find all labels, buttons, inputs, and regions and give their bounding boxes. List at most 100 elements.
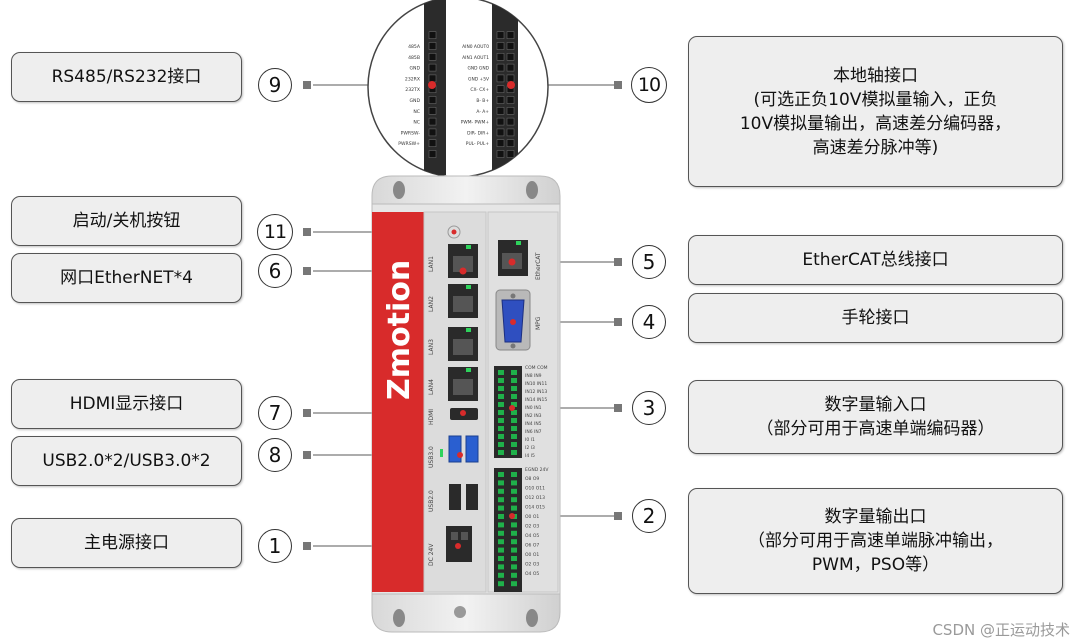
terminal-pin bbox=[506, 63, 515, 72]
terminal-contact bbox=[498, 581, 504, 587]
terminal-pin bbox=[496, 128, 505, 137]
io-label: IN4 IN5 bbox=[525, 421, 542, 427]
callout-8: 8 bbox=[258, 438, 292, 472]
terminal-pin bbox=[506, 150, 515, 158]
terminal-contact bbox=[498, 480, 504, 486]
terminal-pin bbox=[428, 63, 437, 72]
terminal-contact bbox=[511, 410, 517, 415]
io-label: IN0 IN1 bbox=[525, 405, 542, 411]
label-ethernet: 网口EtherNET*4 bbox=[11, 253, 242, 303]
square-5 bbox=[614, 258, 622, 266]
callout-4: 4 bbox=[632, 305, 666, 339]
terminal-pin bbox=[506, 42, 515, 50]
terminal-contact bbox=[498, 450, 504, 455]
square-11 bbox=[303, 228, 311, 236]
terminal-contact bbox=[498, 530, 504, 536]
callout-2: 2 bbox=[632, 499, 666, 533]
terminal-contact bbox=[511, 418, 517, 423]
terminal-contact bbox=[511, 378, 517, 383]
terminal-contact bbox=[498, 572, 504, 578]
io-label: IN6 IN7 bbox=[525, 429, 542, 435]
zoom-content: 485A485BGND232RX232TXGNDNCNCPWRSW-PWRSW+… bbox=[398, 0, 518, 175]
mount-hole bbox=[454, 606, 466, 618]
terminal-pin bbox=[496, 139, 505, 147]
brand-stripe bbox=[372, 212, 424, 592]
label-usb: USB2.0*2/USB3.0*2 bbox=[11, 436, 242, 486]
terminal-contact bbox=[511, 539, 517, 545]
left-terminal-pins bbox=[428, 31, 437, 158]
square-4 bbox=[614, 318, 622, 326]
io-label: O8 O9 bbox=[525, 476, 539, 482]
terminal-contact bbox=[498, 505, 504, 511]
pin-label: PWM- PWM+ bbox=[461, 120, 490, 126]
terminal-contact bbox=[511, 426, 517, 431]
pin-label: A- A+ bbox=[476, 109, 489, 115]
terminal-pin bbox=[428, 96, 437, 104]
io-label: IN14 IN15 bbox=[525, 397, 547, 403]
terminal-contact bbox=[511, 547, 517, 553]
pin-label: NC bbox=[413, 120, 420, 126]
lan2-label: LAN2 bbox=[428, 296, 435, 312]
port-labels: LAN1 LAN2 LAN3 LAN4 HDMI USB3.0 USB2.0 D… bbox=[428, 252, 542, 566]
right-terminal-pins bbox=[496, 31, 515, 158]
terminal-pin bbox=[506, 74, 515, 83]
pin-label: AIN1 AOUT1 bbox=[462, 55, 489, 61]
io-label: O10 O11 bbox=[525, 486, 545, 492]
zoom-red-dot-left bbox=[428, 81, 436, 89]
terminal-pin bbox=[428, 52, 437, 61]
terminal-contact bbox=[511, 488, 517, 494]
callout-11: 11 bbox=[257, 214, 293, 250]
square-10 bbox=[614, 81, 622, 89]
mount-hole bbox=[526, 609, 538, 627]
io-label: IN2 IN3 bbox=[525, 413, 542, 419]
io-label: O2 O3 bbox=[525, 562, 539, 568]
pin-label: PUL- PUL+ bbox=[466, 141, 490, 147]
terminal-pin bbox=[496, 63, 505, 72]
pin-label: CX- CX+ bbox=[470, 87, 489, 93]
terminal-contact bbox=[511, 370, 517, 375]
io-label: I2 I3 bbox=[525, 445, 535, 451]
terminal-contact bbox=[498, 378, 504, 383]
square-2 bbox=[614, 512, 622, 520]
mount-flange-top bbox=[371, 175, 561, 207]
label-startup-button: 启动/关机按钮 bbox=[11, 196, 242, 246]
terminal-contact bbox=[511, 505, 517, 511]
square-3 bbox=[614, 404, 622, 412]
terminal-pin bbox=[506, 52, 515, 61]
terminal-contact bbox=[498, 539, 504, 545]
io-label: O4 O5 bbox=[525, 571, 539, 577]
io-label: I0 I1 bbox=[525, 437, 535, 443]
io-label: O0 O1 bbox=[525, 514, 539, 520]
pin-label: GND GND bbox=[467, 66, 489, 72]
digital-output-block bbox=[494, 468, 522, 592]
terminal-contact bbox=[511, 450, 517, 455]
terminal-contact bbox=[511, 386, 517, 391]
terminal-pin bbox=[428, 42, 437, 50]
pin-label: AIN0 AOUT0 bbox=[462, 44, 489, 50]
terminal-pin bbox=[428, 31, 437, 40]
mount-hole bbox=[526, 181, 538, 199]
io-label: IN10 IN11 bbox=[525, 381, 547, 387]
callout-5: 5 bbox=[632, 245, 666, 279]
lan-ports bbox=[448, 244, 478, 401]
io-label: I4 I5 bbox=[525, 453, 535, 459]
label-ethercat: EtherCAT总线接口 bbox=[688, 235, 1063, 285]
terminal-contact bbox=[498, 488, 504, 494]
pin-label: DIR- DIR+ bbox=[467, 130, 489, 136]
terminal-contact bbox=[511, 442, 517, 447]
startup-button-led bbox=[451, 229, 457, 235]
mount-flange-bottom bbox=[371, 589, 561, 633]
device-housing: Zmotion bbox=[371, 175, 561, 633]
terminal-contact bbox=[498, 386, 504, 391]
terminal-contact bbox=[511, 564, 517, 570]
terminal-contact bbox=[511, 530, 517, 536]
terminal-contact bbox=[498, 370, 504, 375]
terminal-pin bbox=[428, 150, 437, 158]
terminal-pin bbox=[496, 107, 505, 115]
terminal-contact bbox=[498, 402, 504, 407]
terminal-contact bbox=[498, 472, 504, 477]
terminal-green-contacts bbox=[498, 370, 517, 587]
